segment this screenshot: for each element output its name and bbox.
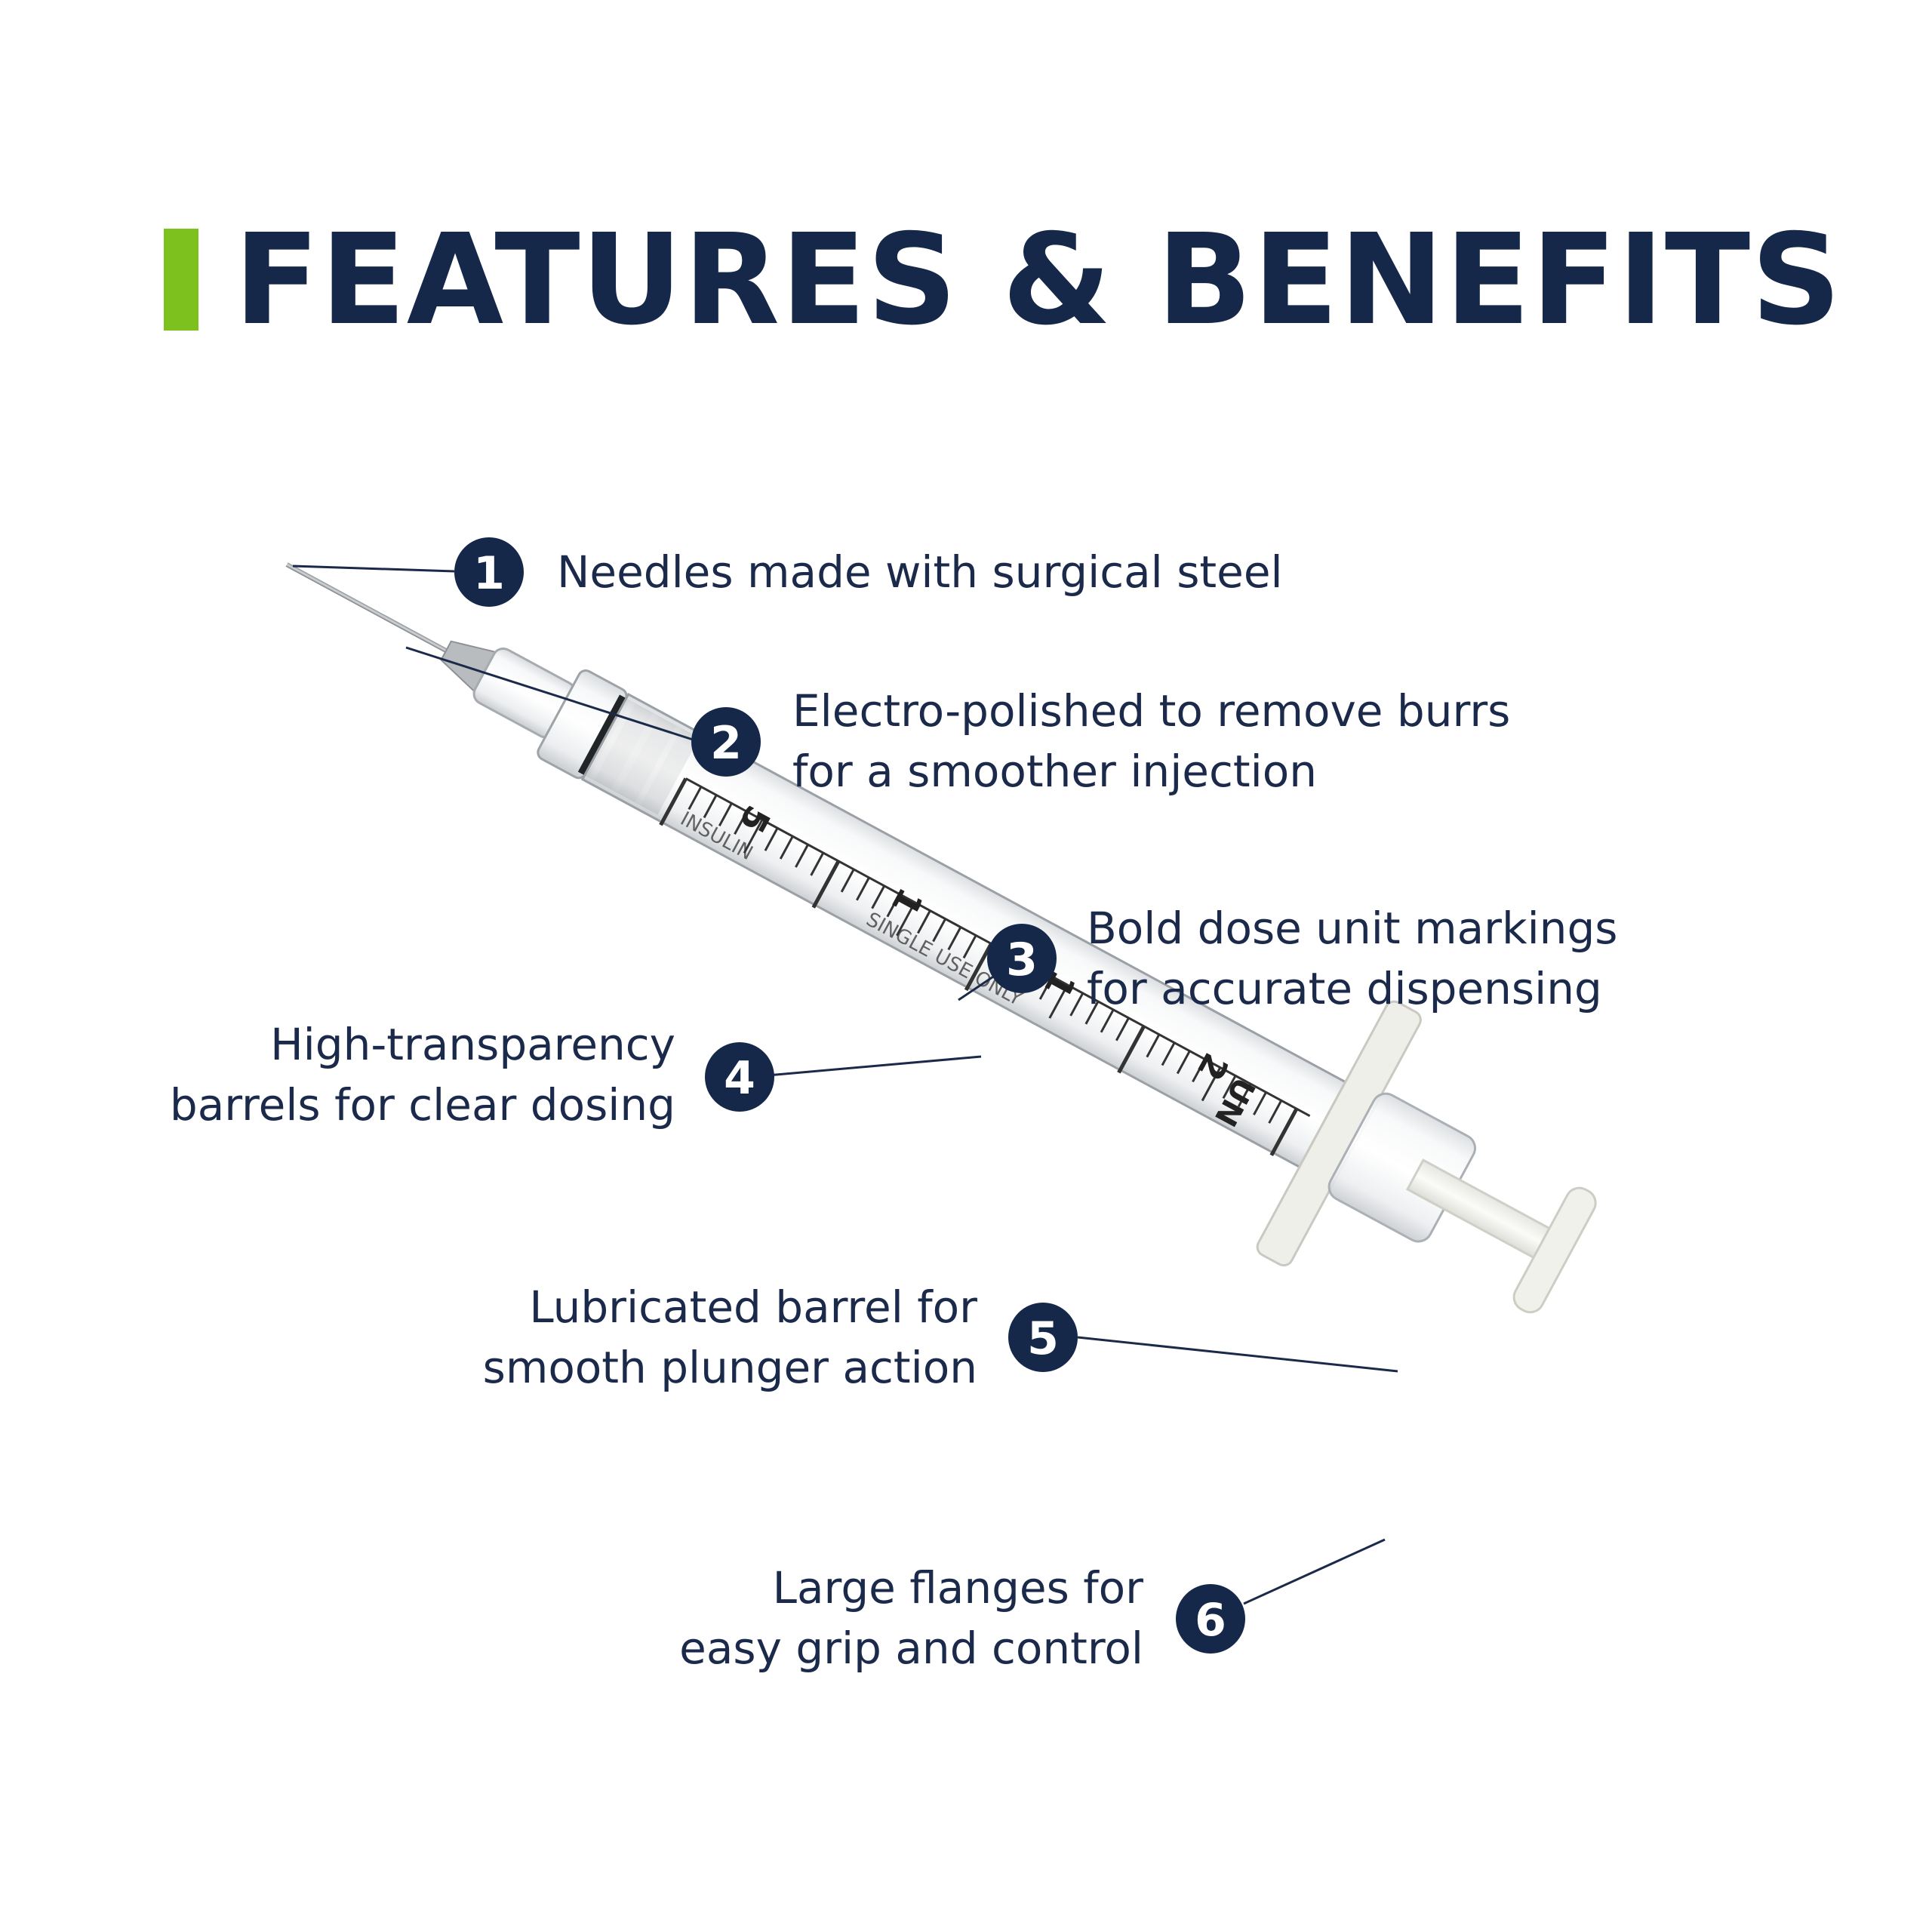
leader-line-4 [767,1055,982,1077]
feature-2-text: Electro-polished to remove burrs for a s… [792,685,1511,797]
accent-bar [164,229,198,331]
badge-1: 1 [454,537,524,607]
badge-5: 5 [1008,1303,1078,1372]
scale-tick [947,926,962,951]
thumb-press [1512,1186,1597,1314]
scale-tick [1117,1025,1146,1074]
scale-tick [964,943,993,992]
scale-tick [1069,992,1084,1017]
scale-tick [1115,1017,1130,1041]
svg-text:2: 2 [710,717,742,770]
feature-6-text: Large flanges for easy grip and control [679,1562,1143,1674]
scale-tick [811,860,841,909]
scale-tick [1253,1091,1267,1115]
svg-text:1: 1 [473,547,505,600]
badge-4: 4 [705,1042,774,1112]
scale-tick [962,934,977,959]
needle [285,562,454,657]
scale-tick [916,909,931,934]
leader-line-1 [292,565,455,573]
badge-6: 6 [1176,1584,1245,1654]
badge-2: 2 [691,707,761,777]
scale-tick [659,777,688,826]
scale-tick [1222,1075,1237,1100]
scale-tick [871,885,886,909]
scale-tick [1038,976,1054,1000]
scale-tick [1201,1066,1222,1102]
scale-tick [1146,1034,1161,1058]
scale-tick [1048,984,1069,1019]
scale-tick [896,901,916,937]
svg-text:5: 5 [1027,1312,1059,1365]
feature-3-text: Bold dose unit markings for accurate dis… [1087,903,1618,1014]
scale-tick [1176,1050,1191,1075]
scale-tick [1192,1058,1206,1083]
scale-tick [703,794,718,819]
svg-text:3: 3 [1006,934,1038,986]
scale-tick [1268,1100,1283,1124]
leader-line-6 [1243,1538,1386,1605]
scale-tick [932,918,947,943]
feature-5-text: Lubricated barrel for smooth plunger act… [482,1281,977,1393]
header: FEATURES & BENEFITS [0,0,1932,377]
syringe: 5 1 1 2 INSULIN SINGLE USE ONLY UN [285,562,1597,1314]
svg-text:6: 6 [1195,1594,1226,1647]
scale-tick [743,819,764,854]
leader-lines [292,565,1398,1605]
scale-tick [1084,1001,1100,1025]
scale-tick [764,827,779,851]
scale-tick [688,786,703,811]
scale-tick [1237,1083,1252,1107]
scale-tick [810,852,825,876]
page-title: FEATURES & BENEFITS [234,208,1842,353]
scale-tick [718,802,733,827]
scale-tick [840,869,855,893]
scale-tick [734,811,748,835]
dose-scale [659,777,1311,1156]
leader-line-5 [1077,1336,1398,1373]
scale-tick [1269,1108,1299,1156]
scale-tick [795,844,809,868]
scale-tick [886,894,901,918]
number-badges: 1 2 3 4 5 6 [454,537,1245,1654]
svg-text:4: 4 [724,1052,755,1105]
feature-1-text: Needles made with surgical steel [557,546,1283,598]
leader-line-2 [405,646,694,741]
scale-tick [779,835,794,860]
scale-tick [1161,1041,1176,1066]
feature-4-text: High-transparency barrels for clear dosi… [169,1019,675,1131]
scale-tick [1100,1009,1115,1033]
badge-3: 3 [987,924,1057,993]
scale-tick [856,877,870,901]
